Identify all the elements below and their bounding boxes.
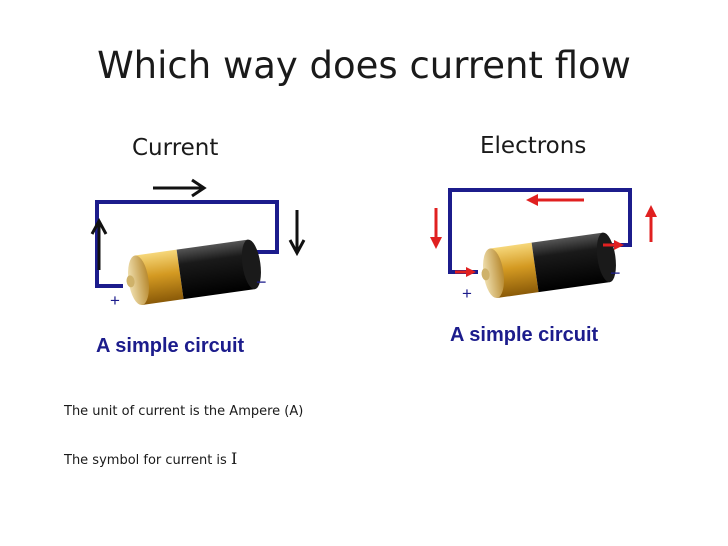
right-circuit: + − A simple circuit — [430, 188, 657, 346]
right-battery-black-body — [531, 232, 610, 293]
electron-arrow-from-negative — [603, 240, 624, 250]
current-arrow-right-down — [288, 210, 306, 257]
electrons-heading: Electrons — [480, 133, 587, 159]
symbol-note-text: The symbol for current is — [64, 453, 231, 468]
left-battery-positive-end — [128, 255, 150, 306]
current-arrow-top — [153, 178, 207, 198]
right-plus-sign: + — [462, 284, 472, 303]
right-battery — [481, 232, 616, 299]
current-heading: Current — [132, 135, 219, 161]
left-caption: A simple circuit — [96, 335, 245, 357]
electron-arrow-into-positive — [455, 267, 476, 277]
left-battery-negative-end — [241, 239, 261, 290]
right-caption: A simple circuit — [450, 324, 599, 346]
right-battery-terminal — [481, 268, 490, 281]
left-plus-sign: + — [110, 291, 120, 310]
electron-arrow-left-down — [430, 208, 442, 249]
left-circuit-wire — [95, 200, 279, 288]
right-battery-positive-end — [483, 248, 505, 299]
left-battery-black-body — [176, 239, 255, 300]
symbol-note: The symbol for current is I — [64, 449, 237, 468]
unit-note: The unit of current is the Ampere (A) — [64, 404, 304, 419]
current-arrow-left-up — [90, 217, 108, 270]
right-minus-sign: − — [610, 263, 621, 283]
left-battery-terminal — [126, 275, 135, 288]
slide-title: Which way does current flow — [97, 44, 631, 87]
electron-arrow-top — [526, 194, 584, 206]
left-minus-sign: − — [256, 272, 267, 292]
electron-arrow-right-up — [645, 205, 657, 242]
current-symbol: I — [230, 449, 238, 468]
right-circuit-wire — [448, 188, 632, 274]
left-circuit: + − A simple circuit — [90, 178, 306, 357]
left-battery — [126, 239, 261, 306]
